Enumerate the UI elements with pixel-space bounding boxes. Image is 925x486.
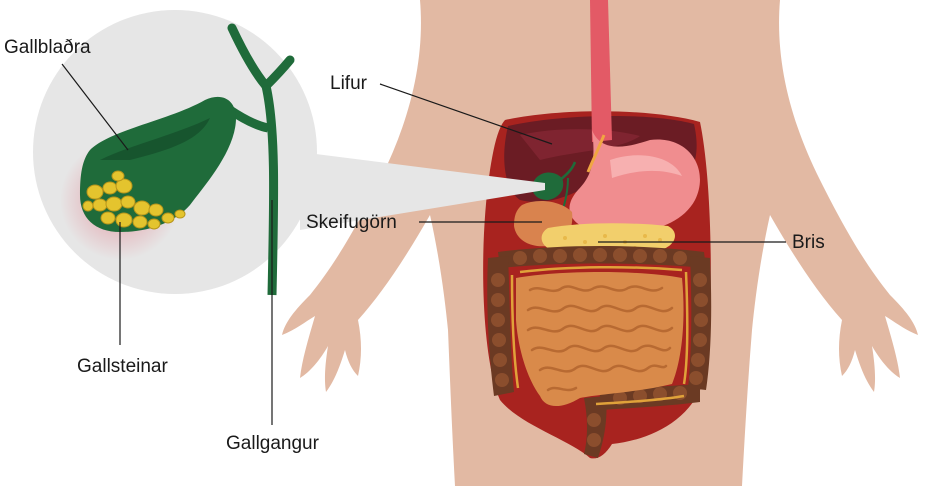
label-gallbladder: Gallblaðra bbox=[4, 38, 91, 57]
label-duodenum: Skeifugörn bbox=[306, 213, 397, 232]
label-pancreas: Bris bbox=[792, 233, 825, 252]
label-bile-duct: Gallgangur bbox=[226, 434, 319, 453]
label-liver: Lifur bbox=[330, 74, 367, 93]
label-gallstones: Gallsteinar bbox=[77, 357, 168, 376]
small-intestine bbox=[516, 272, 684, 406]
